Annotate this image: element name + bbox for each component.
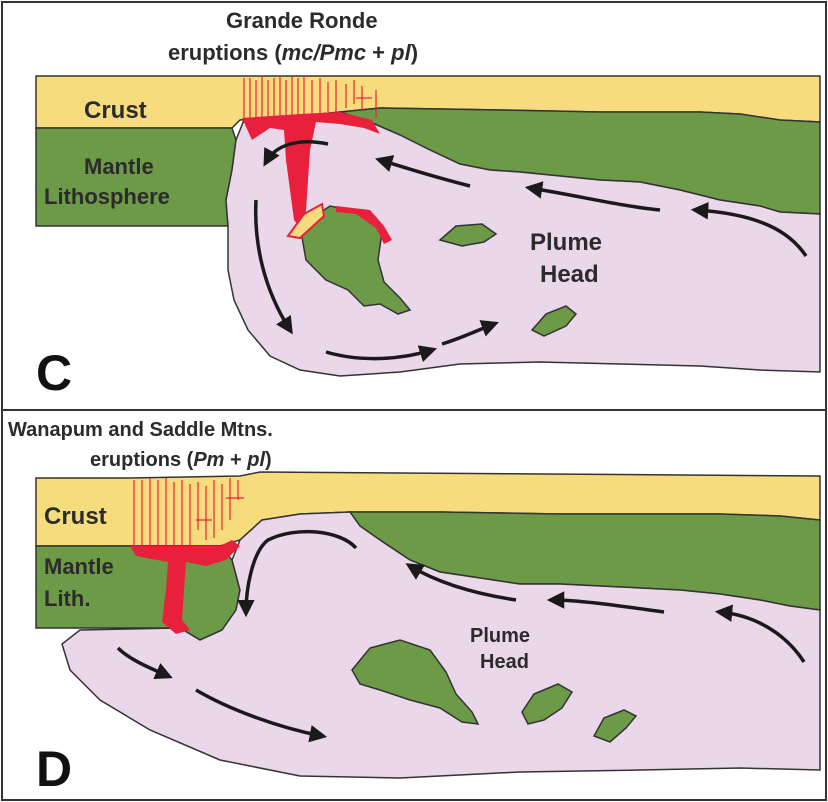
plume-label-line1: Plume bbox=[470, 625, 530, 647]
mantle-label-line2: Lith. bbox=[44, 586, 90, 611]
eruption-title-line1: Grande Ronde bbox=[226, 8, 378, 33]
plume-label-line2: Head bbox=[480, 651, 529, 673]
panel-c-letter: C bbox=[36, 345, 72, 401]
mantle-label-line1: Mantle bbox=[44, 554, 114, 579]
plume-label-line1: Plume bbox=[530, 229, 602, 256]
plume-label-line2: Head bbox=[540, 261, 599, 288]
mantle-label-line2: Lithosphere bbox=[44, 184, 170, 209]
mantle-label-line1: Mantle bbox=[84, 154, 154, 179]
eruption-title-line2: eruptions (Pm + pl) bbox=[90, 449, 272, 471]
panel-d-letter: D bbox=[36, 741, 72, 797]
crust-label: Crust bbox=[44, 503, 107, 530]
eruption-title-line1: Wanapum and Saddle Mtns. bbox=[8, 419, 273, 441]
crust-label: Crust bbox=[84, 97, 147, 124]
eruption-title-line2: eruptions (mc/Pmc + pl) bbox=[168, 40, 418, 65]
